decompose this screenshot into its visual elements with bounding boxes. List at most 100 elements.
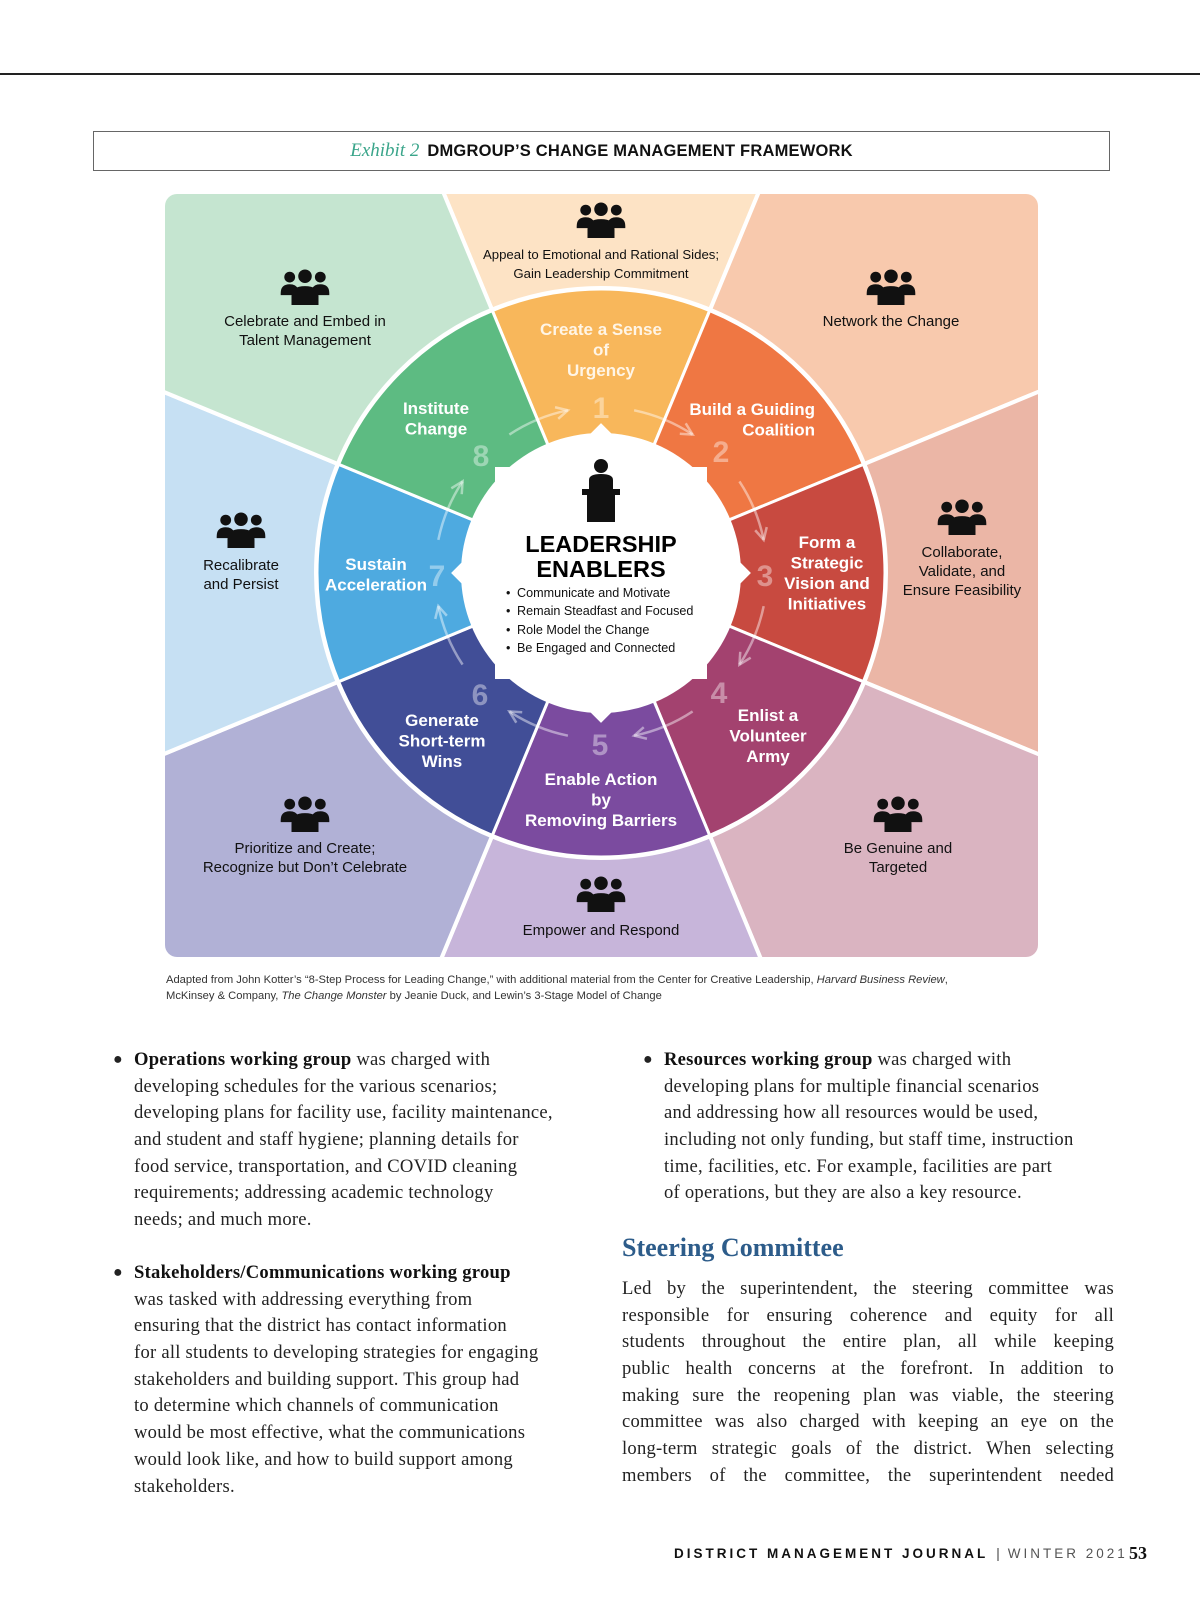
flow-arrowhead (679, 422, 695, 436)
outer-label-line: Recognize but Don’t Celebrate (203, 859, 407, 876)
bullet-dot: ● (643, 1051, 653, 1068)
step-number: 8 (473, 440, 490, 473)
outer-label-line: Gain Leadership Commitment (513, 266, 689, 281)
text-line: time, facilities, etc. For example, faci… (664, 1155, 1053, 1177)
step-label-line: Urgency (567, 361, 636, 380)
step-label-line: of (593, 341, 609, 360)
text-line: requirements; addressing academic techno… (134, 1182, 494, 1204)
text-line: ensuring that the district has contact i… (134, 1315, 507, 1337)
outer-label-5: Empower and Respond (523, 876, 679, 939)
text-line: making sure the reopening plan was viabl… (622, 1384, 1114, 1406)
footer: DISTRICT MANAGEMENT JOURNAL|WINTER 2021 (674, 1546, 1128, 1561)
step-label-line: Enlist a (738, 706, 799, 725)
text-line: to determine which channels of communica… (134, 1395, 499, 1417)
operations-bullet: ● Operations working group was charged w… (113, 1047, 553, 1234)
text-line: Led by the superintendent, the steering … (622, 1278, 1114, 1299)
stakeholders-bullet: ● Stakeholders/Communications working gr… (113, 1260, 539, 1500)
text-line: members of the committee, the superinten… (622, 1464, 1114, 1486)
outer-label-6: Prioritize and Create; Recognize but Don’… (203, 796, 407, 876)
flow-arrowhead (450, 479, 464, 495)
flow-arrowhead (554, 406, 571, 420)
ring-outline (314, 286, 888, 860)
outer-label-line: Talent Management (239, 332, 372, 349)
outer-wedges (165, 194, 1038, 957)
text-line: committee was also charged with keeping … (622, 1411, 1114, 1433)
center-title-line-2: ENABLERS (536, 556, 665, 582)
podium-speaker-icon (582, 459, 620, 522)
step-label-line: Build a Guiding (689, 400, 815, 419)
flow-arrowhead (738, 651, 752, 667)
step-label-line: Sustain (345, 555, 406, 574)
step-label-line: Change (405, 420, 467, 439)
exhibit-label: Exhibit 2 (350, 140, 420, 161)
text-line: developing plans for multiple financial … (664, 1075, 1040, 1097)
flow-arrowhead (754, 526, 768, 543)
flow-arrow (738, 480, 765, 541)
text-line: developing plans for facility use, facil… (134, 1102, 553, 1124)
outer-label-line: and Persist (203, 576, 279, 593)
page-number: 53 (1129, 1543, 1147, 1563)
top-rule (0, 73, 1200, 75)
steering-paragraph: Led by the superintendent, the steering … (622, 1276, 1114, 1490)
steering-committee-heading: Steering Committee (622, 1233, 844, 1262)
step-label-line: Initiatives (788, 595, 866, 614)
center-notch-diamond (451, 423, 751, 723)
flow-arrow (508, 710, 569, 737)
outer-label-line: Appeal to Emotional and Rational Sides; (483, 247, 719, 262)
outer-label-line: Prioritize and Create; (235, 840, 376, 857)
step-label-line: Removing Barriers (525, 811, 677, 830)
text-line: developing schedules for the various sce… (134, 1075, 498, 1097)
step-label-line: Strategic (791, 554, 864, 573)
steps-ring (314, 286, 888, 860)
exhibit-header: Exhibit 2 DMGROUP’S CHANGE MANAGEMENT FR… (93, 131, 1110, 171)
text-line: stakeholders and building support. This … (134, 1368, 520, 1390)
flow-arrowhead (507, 710, 523, 724)
step-number: 7 (429, 560, 446, 593)
text-line: for all students to developing strategie… (134, 1342, 539, 1364)
step-label-line: Volunteer (729, 727, 807, 746)
step-label-line: Generate (405, 711, 479, 730)
journal-name: DISTRICT MANAGEMENT JOURNAL (674, 1546, 989, 1561)
step-number: 3 (757, 560, 774, 593)
step-label-line: Create a Sense (540, 320, 662, 339)
outer-label-line: Collaborate, (922, 544, 1003, 561)
resources-bullet: ● Resources working group was charged wi… (643, 1047, 1074, 1207)
flow-arrow (633, 710, 694, 737)
center-bullet-dot: • (506, 586, 510, 600)
text-line: students throughout the entire plan, all… (622, 1331, 1114, 1353)
text-line: responsible for ensuring coherence and e… (622, 1304, 1114, 1326)
bullet-title: Operations working group (134, 1049, 352, 1070)
center-bullet-dot: • (506, 604, 510, 618)
step-number: 4 (711, 677, 728, 710)
center-hub: LEADERSHIP ENABLERS • Communicate and Mo… (451, 423, 751, 723)
outer-label-1: Appeal to Emotional and Rational Sides; G… (483, 202, 719, 281)
step-label-line: Coalition (742, 421, 815, 440)
outer-label-line: Celebrate and Embed in (224, 313, 386, 330)
text-line: long-term strategic goals of the distric… (622, 1438, 1114, 1460)
center-bullet: Remain Steadfast and Focused (517, 604, 693, 618)
step-label-line: Wins (422, 752, 462, 771)
outer-wedge (165, 194, 605, 577)
outer-label-line: Targeted (869, 859, 927, 876)
step-number: 5 (592, 729, 609, 762)
flow-arrow (633, 409, 694, 436)
step-number: 2 (713, 436, 730, 469)
step-label-line: by (591, 791, 611, 810)
text-line: was tasked with addressing everything fr… (134, 1288, 473, 1310)
text-line: of operations, but they are also a key r… (664, 1182, 1022, 1204)
bullet-title: Stakeholders/Communications working grou… (134, 1262, 511, 1283)
text-line: would be most effective, what the commun… (134, 1422, 526, 1444)
text-line: needs; and much more. (134, 1209, 312, 1231)
text-line: and student and staff hygiene; planning … (134, 1129, 519, 1151)
center-bullet: Role Model the Change (517, 623, 649, 637)
issue-label: WINTER 2021 (1007, 1546, 1128, 1561)
bullet-text: was charged with (872, 1049, 1012, 1070)
